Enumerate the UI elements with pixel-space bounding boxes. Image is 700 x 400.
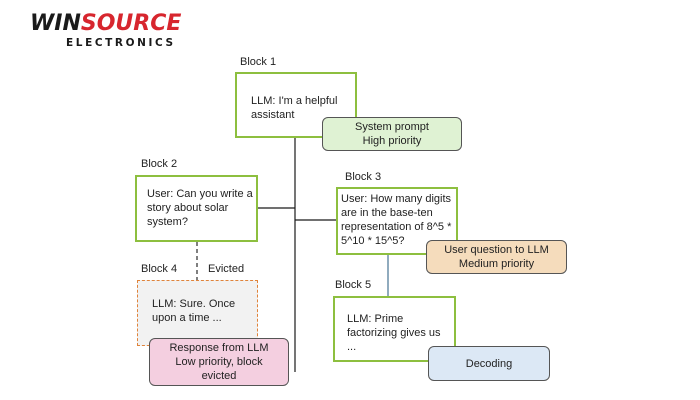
block-2: User: Can you write a story about solar … (135, 175, 258, 242)
block-2-label: Block 2 (141, 158, 178, 170)
block-5-text: LLM: Prime factorizing gives us ... (347, 313, 441, 353)
block-1-label: Block 1 (240, 56, 277, 68)
block-3-tag: User question to LLM Medium priority (426, 240, 567, 274)
block-4-text: LLM: Sure. Once upon a time ... (152, 298, 236, 324)
block-1-tag: System prompt High priority (322, 117, 462, 151)
block-3-label: Block 3 (345, 171, 382, 183)
block-4-label: Block 4 (141, 263, 178, 275)
block-5-tag: Decoding (428, 346, 550, 381)
block-4: LLM: Sure. Once upon a time ... (137, 280, 258, 346)
block-3-text: User: How many digits are in the base-te… (341, 193, 452, 247)
block-3: User: How many digits are in the base-te… (336, 187, 458, 255)
logo-source: SOURCE (80, 11, 182, 36)
evicted-label: Evicted (208, 263, 245, 275)
block-1-text: LLM: I'm a helpful assistant (251, 95, 338, 121)
logo-subtitle: ELECTRONICS (66, 37, 176, 49)
block-5-label: Block 5 (335, 279, 372, 291)
block-2-text: User: Can you write a story about solar … (147, 188, 253, 228)
block-4-tag: Response from LLM Low priority, block ev… (149, 338, 289, 386)
logo-win: WIN (30, 11, 81, 36)
logo-wordmark: WINSOURCE (30, 12, 181, 36)
winsource-logo: WINSOURCE ELECTRONICS (30, 12, 210, 52)
